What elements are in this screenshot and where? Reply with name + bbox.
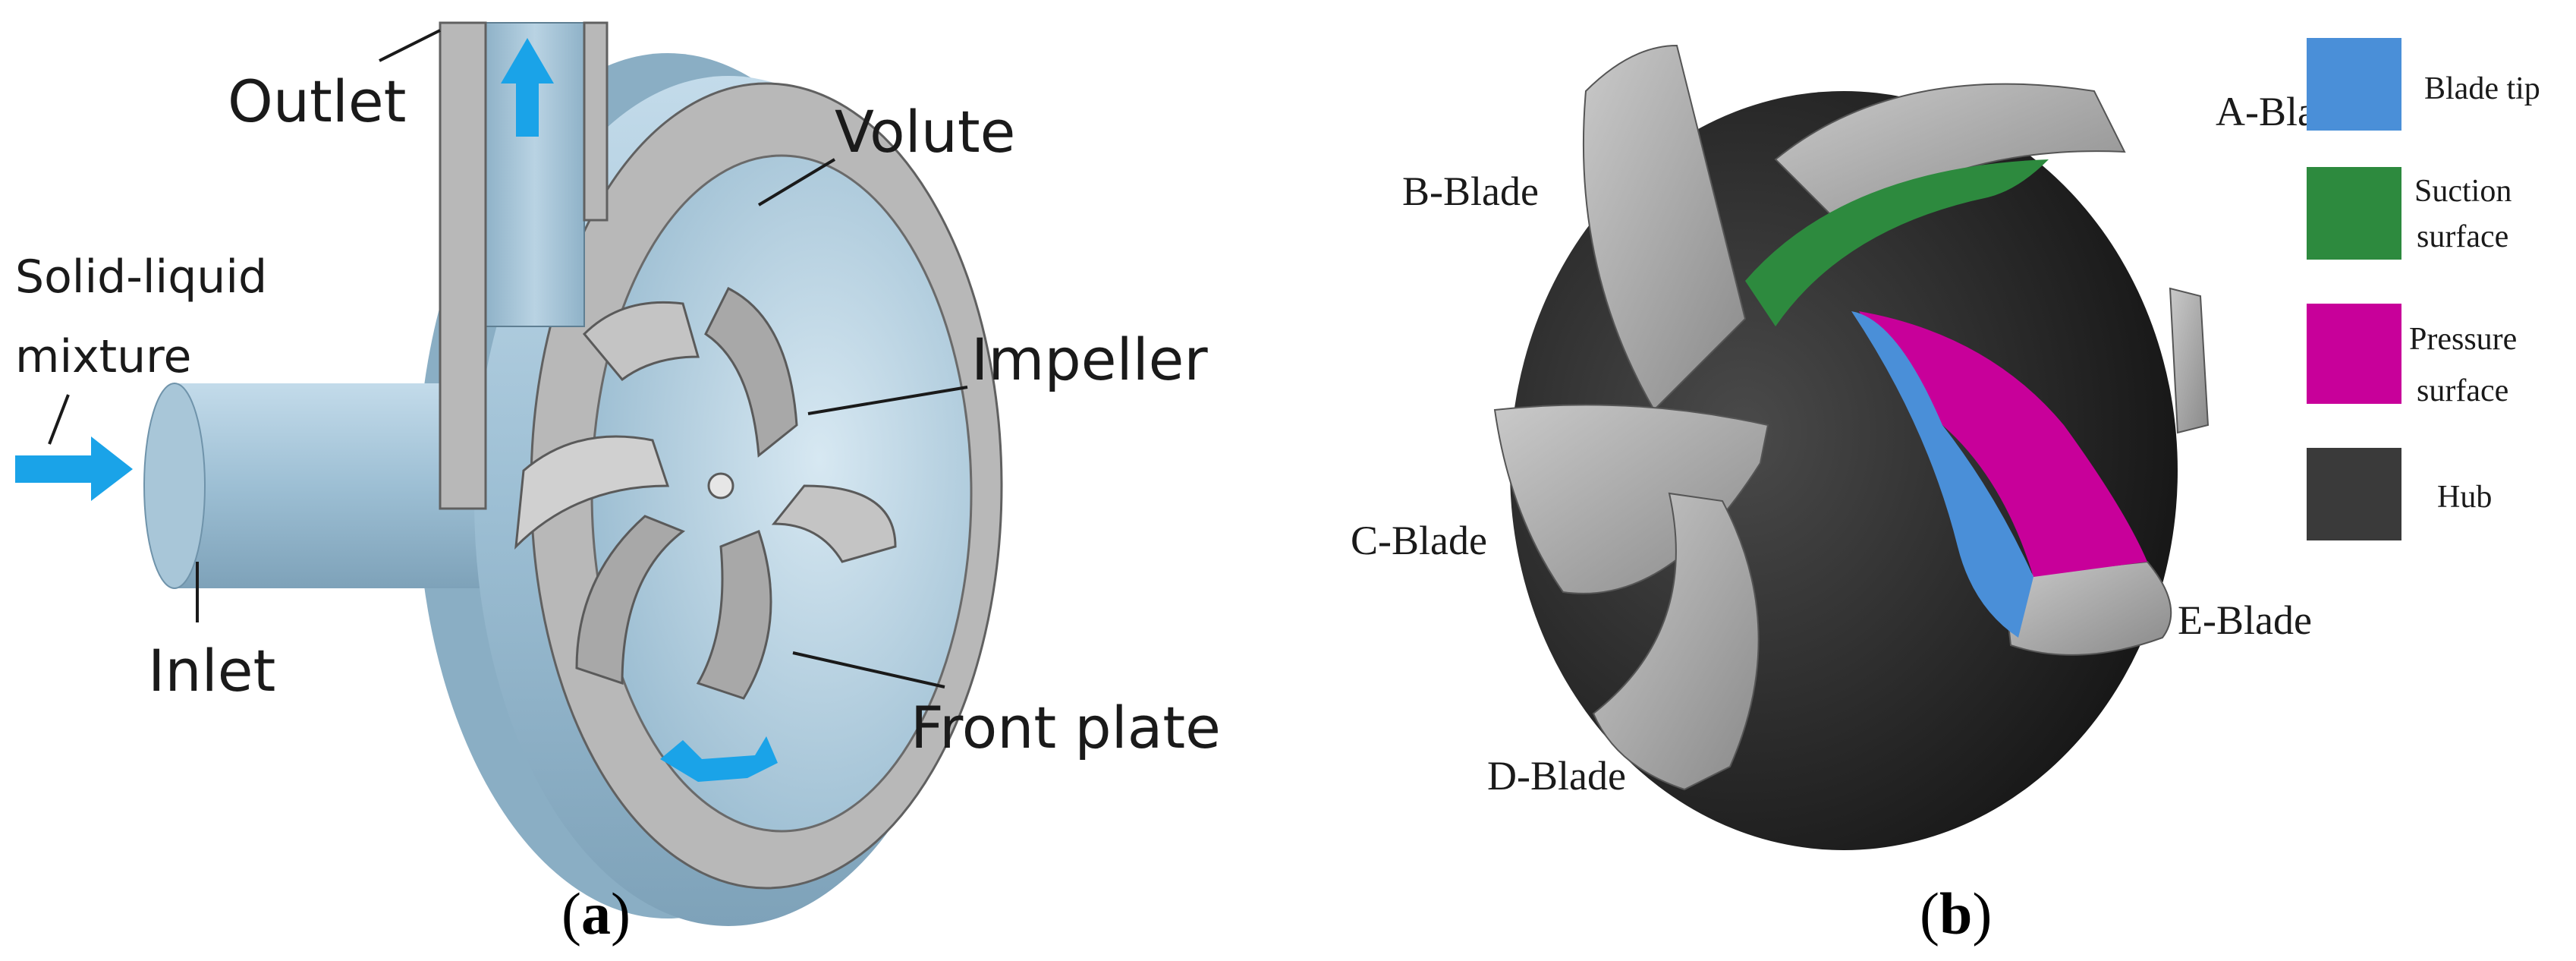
d-blade [1592, 492, 1760, 791]
legend-label-line2: surface [2417, 373, 2508, 408]
rotation-arrow-icon [660, 736, 778, 782]
legend-label: Blade tip [2424, 71, 2540, 106]
pressure-surface [1859, 311, 2147, 577]
caption-b: (b) [1920, 881, 1992, 947]
legend-swatch [2307, 304, 2401, 404]
panel-b: A-Blade B-Blade C-Blade D-Blade E-Blade … [1351, 38, 2540, 947]
suction-surface [1745, 159, 2049, 326]
inlet-pipe [143, 383, 486, 589]
mixture-label-line1: Solid-liquid [15, 250, 267, 304]
e-blade [2002, 560, 2172, 656]
front-plate-label: Front plate [911, 694, 1221, 761]
caption-a: (a) [561, 881, 631, 947]
legend-label: Hub [2437, 480, 2492, 515]
mixture-label-line2: mixture [15, 330, 191, 383]
inlet-arrow-icon [15, 436, 133, 501]
legend-swatch [2307, 448, 2401, 540]
gray-blades [1493, 44, 2210, 791]
legend-label: Pressure [2409, 322, 2517, 357]
volute-label: Volute [835, 98, 1015, 165]
d-blade-label: D-Blade [1487, 753, 1626, 799]
flow-arrows [15, 38, 778, 782]
c-blade-label: C-Blade [1351, 518, 1487, 563]
inlet-label: Inlet [148, 637, 275, 704]
legend-swatch [2307, 38, 2401, 131]
panel-a: Outlet Volute Solid-liquid mixture Impel… [15, 21, 1221, 947]
impeller-label: Impeller [971, 326, 1208, 393]
legend-label: Suction [2414, 174, 2512, 209]
legend: Blade tip Suction surface Pressure surfa… [2307, 38, 2540, 540]
e-blade-label: E-Blade [2178, 597, 2312, 643]
impeller [514, 286, 897, 700]
legend-item-pressure: Pressure surface [2307, 304, 2517, 408]
legend-label-line2: surface [2417, 219, 2508, 254]
blade-tip-surface [1851, 311, 2033, 638]
outlet-arrow-icon [501, 38, 554, 137]
outlet-label: Outlet [228, 68, 406, 135]
legend-item-blade-tip: Blade tip [2307, 38, 2540, 131]
legend-item-hub: Hub [2307, 448, 2492, 540]
legend-item-suction: Suction surface [2307, 167, 2512, 260]
b-blade-label: B-Blade [1402, 169, 1539, 214]
right-blade-edge [2169, 287, 2210, 434]
legend-swatch [2307, 167, 2401, 260]
b-blade [1582, 44, 1747, 411]
leader-lines-a [48, 29, 968, 688]
